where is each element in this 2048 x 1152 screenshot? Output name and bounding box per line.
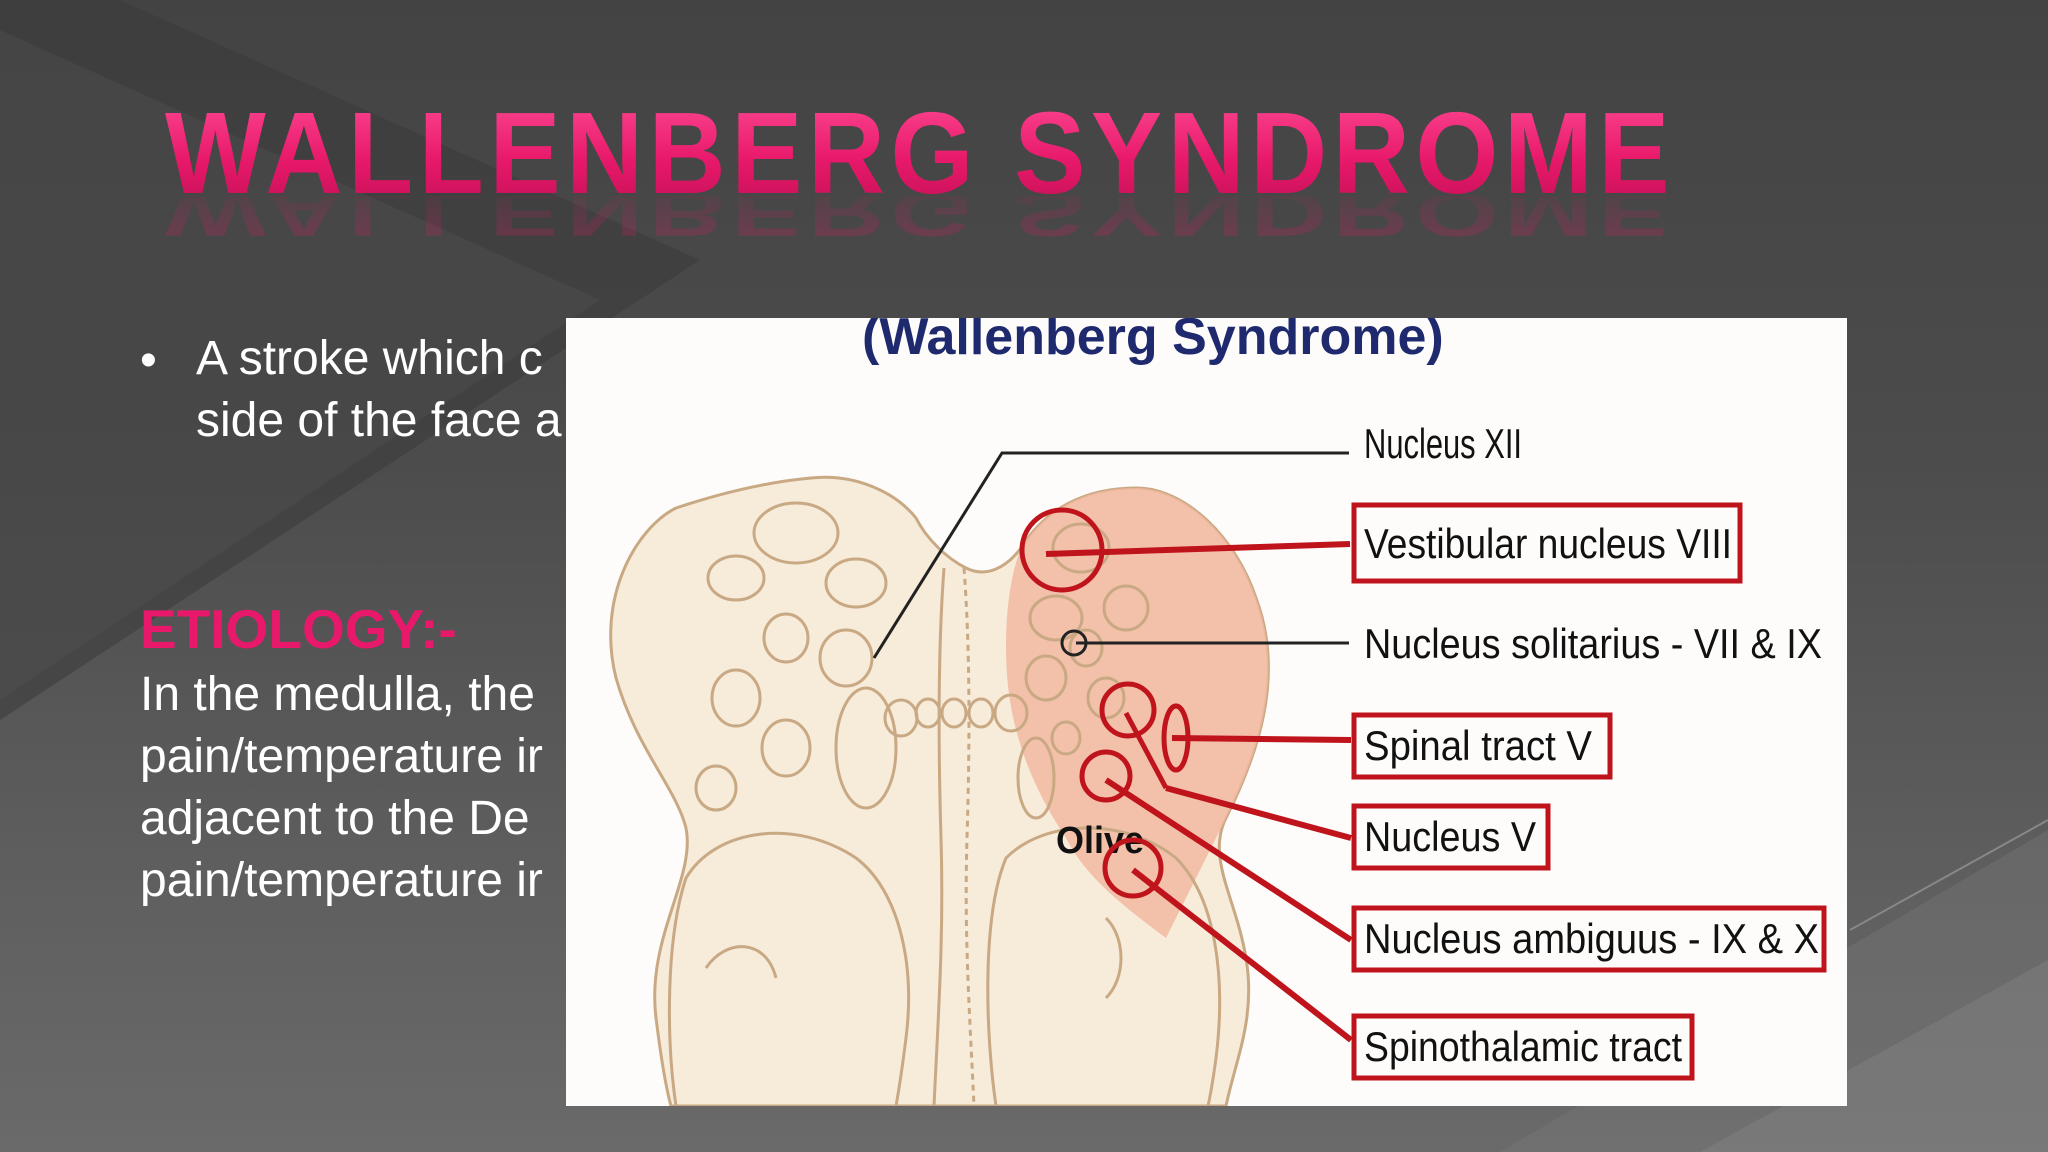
bullet-line: A stroke which c xyxy=(196,332,543,385)
svg-text:WALLENBERG SYNDROME: WALLENBERG SYNDROME xyxy=(165,196,1675,249)
pointer-lines xyxy=(872,451,1353,1043)
label-box-spinothalamic xyxy=(1351,1013,1695,1081)
label-spinothalamic-tract: Spinothalamic tract xyxy=(1364,1023,1682,1070)
label-nucleus-xii: Nucleus XII xyxy=(1364,420,1522,467)
label-nucleus-solitarius: Nucleus solitarius - VII & IX xyxy=(1364,620,1822,667)
slide-title: WALLENBERG SYNDROME xyxy=(165,88,1675,208)
bullet-dot: • xyxy=(140,334,157,387)
medulla-outline xyxy=(609,475,1270,1106)
label-vestibular-nucleus: Vestibular nucleus VIII xyxy=(1364,520,1732,567)
label-box-vestibular xyxy=(1351,502,1743,584)
medulla-diagram: (Wallenberg Syndrome) xyxy=(566,318,1847,1106)
label-spinal-tract-v: Spinal tract V xyxy=(1364,722,1592,769)
label-box-spinal-tract xyxy=(1351,712,1613,780)
etiology-line: pain/temperature ir xyxy=(140,730,543,783)
label-nucleus-v: Nucleus V xyxy=(1364,813,1536,860)
etiology-heading: ETIOLOGY:- xyxy=(140,598,457,660)
etiology-text: In the medulla, the pain/temperature ir … xyxy=(140,664,570,912)
etiology-line: In the medulla, the xyxy=(140,668,535,721)
label-nucleus-ambiguus: Nucleus ambiguus - IX & X xyxy=(1364,915,1819,962)
medulla-diagram-svg: (Wallenberg Syndrome) xyxy=(609,318,1827,1106)
etiology-line: pain/temperature ir xyxy=(140,854,543,907)
bullet-text: A stroke which c side of the face a xyxy=(196,328,616,452)
etiology-line: adjacent to the De xyxy=(140,792,530,845)
slide-title-reflection: WALLENBERG SYNDROME xyxy=(165,196,1675,249)
label-box-nucleus-v xyxy=(1351,803,1551,871)
label-box-nucleus-ambiguus xyxy=(1351,905,1827,973)
figure-heading: (Wallenberg Syndrome) xyxy=(862,318,1444,366)
svg-text:WALLENBERG SYNDROME: WALLENBERG SYNDROME xyxy=(165,88,1675,208)
bullet-line: side of the face a xyxy=(196,394,562,447)
